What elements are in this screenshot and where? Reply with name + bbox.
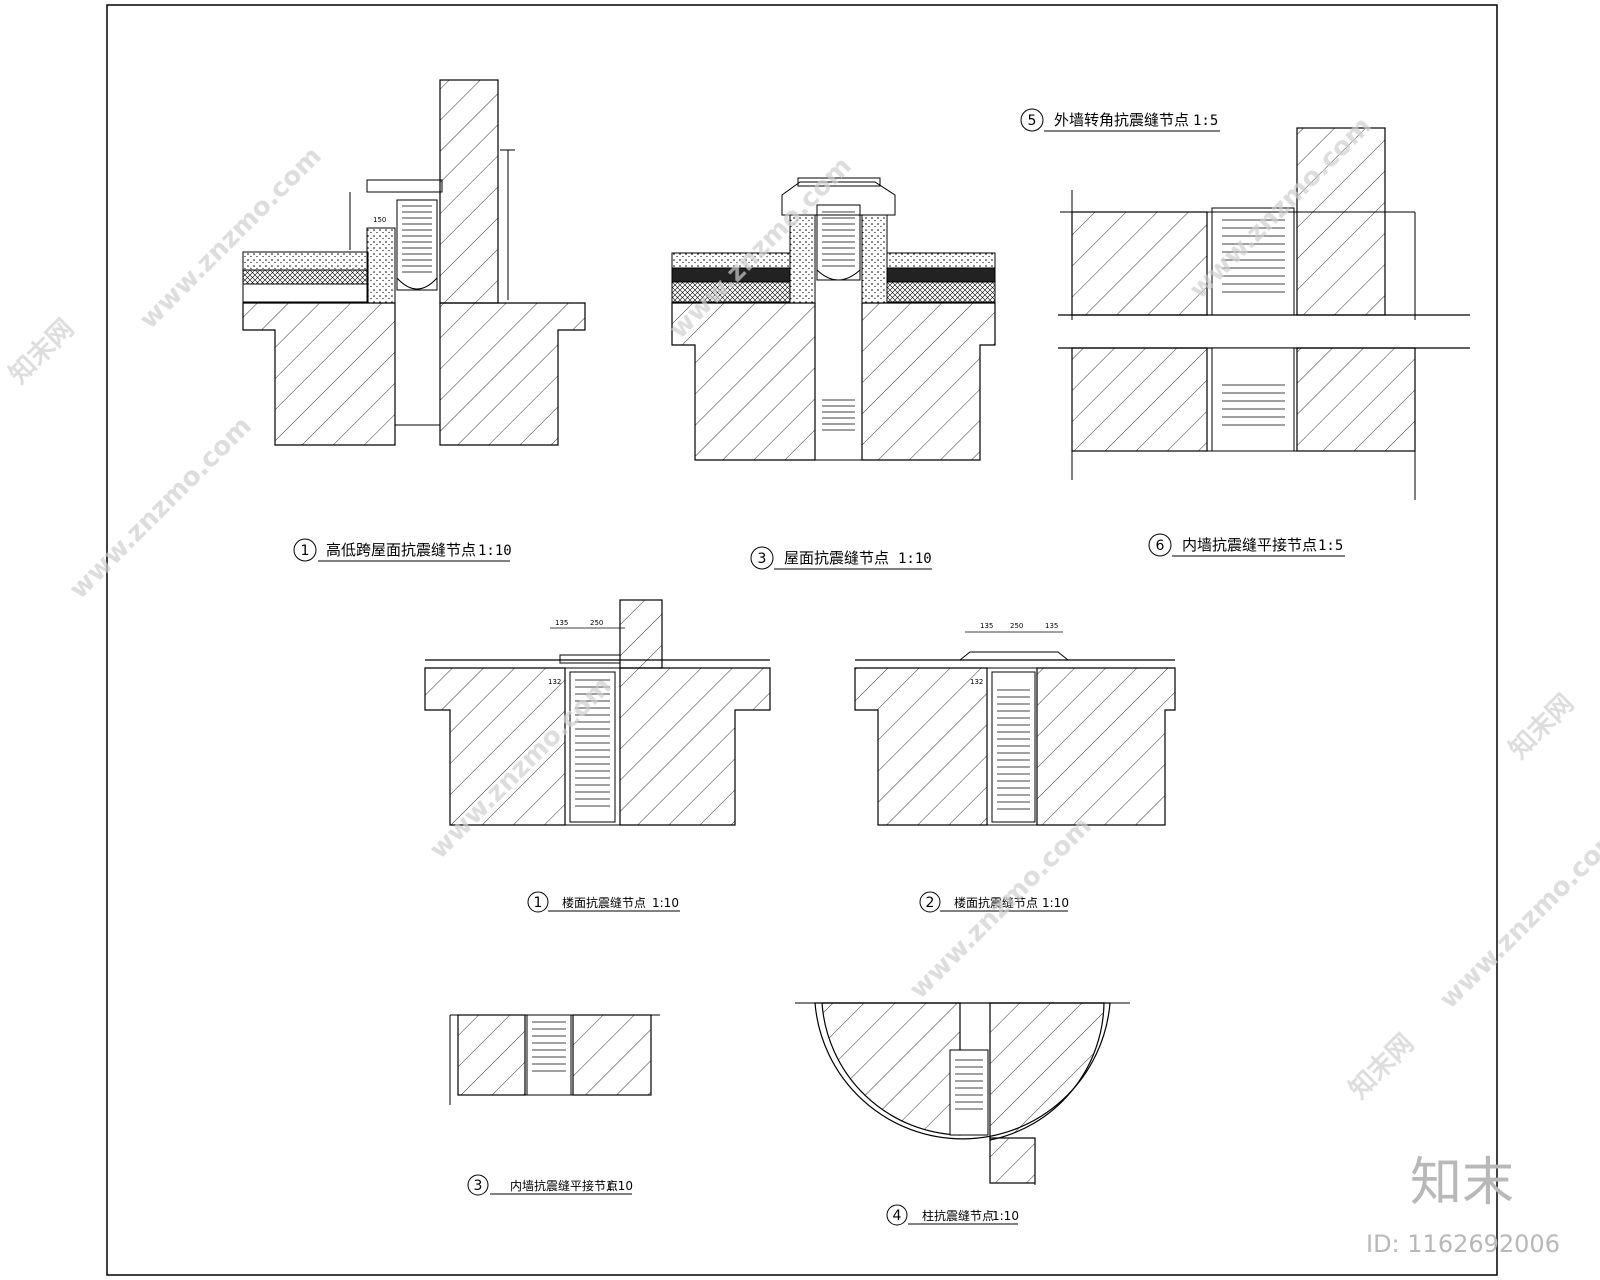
detail-scale: 1:10 — [1042, 896, 1069, 910]
detail-number: 1 — [534, 895, 543, 911]
detail-number: 6 — [1156, 538, 1165, 554]
detail-interior-wall-1-10 — [449, 1014, 660, 1105]
detail-number: 5 — [1028, 113, 1037, 129]
watermark-brand: 知末网 — [1344, 1029, 1420, 1105]
brand-id: ID: 1162692006 — [1366, 1230, 1560, 1258]
detail-scale: 1:10 — [898, 551, 932, 567]
detail-number: 3 — [474, 1178, 483, 1194]
detail-title: 内墙抗震缝平接节点 — [510, 1178, 618, 1193]
dim-132-b: 132 — [970, 678, 983, 686]
dim-250-a: 250 — [590, 619, 603, 627]
brand-logo: 知末 — [1410, 1153, 1514, 1213]
detail-title: 高低跨屋面抗震缝节点 — [326, 541, 476, 559]
detail-scale: 1:5 — [1193, 113, 1218, 129]
detail-title-5: 5 外墙转角抗震缝节点 1:5 — [1020, 108, 1220, 132]
detail-scale: 1:10 — [652, 896, 679, 910]
sheet-border — [106, 4, 1498, 1276]
detail-number: 1 — [301, 543, 310, 559]
detail-title-floor-1: 1 楼面抗震缝节点 1:10 — [527, 891, 680, 913]
dimension-labels: 135 250 135 250 135 132 132 150 — [373, 216, 1058, 686]
detail-title-6: 6 内墙抗震缝平接节点 1:5 — [1148, 533, 1345, 557]
detail-floor-1 — [424, 599, 771, 826]
detail-title: 屋面抗震缝节点 — [784, 549, 889, 567]
detail-title-interior-wall: 3 内墙抗震缝平接节点 1:10 — [467, 1174, 633, 1196]
detail-title-3: 3 屋面抗震缝节点 1:10 — [750, 546, 932, 570]
watermark-text: www.znzmo.com — [1434, 821, 1600, 1015]
dim-132-a: 132 — [548, 678, 561, 686]
detail-number: 2 — [926, 895, 935, 911]
detail-scale: 1:10 — [478, 543, 512, 559]
detail-title: 楼面抗震缝节点 — [954, 895, 1038, 910]
watermark-brand: 知末网 — [4, 314, 80, 390]
dim-135-b: 135 — [980, 622, 993, 630]
detail-title-1: 1 高低跨屋面抗震缝节点 1:10 — [293, 538, 512, 562]
detail-number: 3 — [758, 551, 767, 567]
watermark-text: www.znzmo.com — [64, 411, 258, 605]
detail-title: 外墙转角抗震缝节点 — [1054, 111, 1189, 129]
detail-6-interior-flush — [1058, 314, 1470, 500]
detail-number: 4 — [893, 1208, 902, 1224]
detail-title-floor-2: 2 楼面抗震缝节点 1:10 — [919, 891, 1069, 913]
dim-250-b: 250 — [1010, 622, 1023, 630]
detail-title: 楼面抗震缝节点 — [562, 895, 646, 910]
detail-title: 内墙抗震缝平接节点 — [1182, 536, 1317, 554]
dim-150: 150 — [373, 216, 386, 224]
detail-scale: 1:10 — [992, 1209, 1019, 1223]
dim-135-c: 135 — [1045, 622, 1058, 630]
detail-scale: 1:10 — [606, 1179, 633, 1193]
detail-5-exterior-corner — [1060, 127, 1416, 320]
detail-floor-2 — [854, 631, 1176, 826]
detail-column-joint — [795, 1002, 1130, 1185]
brand-badge: 知末 ID: 1162692006 — [1366, 1153, 1560, 1258]
detail-title: 柱抗震缝节点 — [922, 1208, 994, 1223]
watermark-brand: 知末网 — [1504, 689, 1580, 765]
dim-135-a: 135 — [555, 619, 568, 627]
detail-scale: 1:5 — [1318, 538, 1343, 554]
detail-1-high-low-roof — [242, 79, 586, 446]
detail-title-column: 4 柱抗震缝节点 1:10 — [886, 1204, 1019, 1226]
detail-3-roof — [671, 177, 996, 461]
